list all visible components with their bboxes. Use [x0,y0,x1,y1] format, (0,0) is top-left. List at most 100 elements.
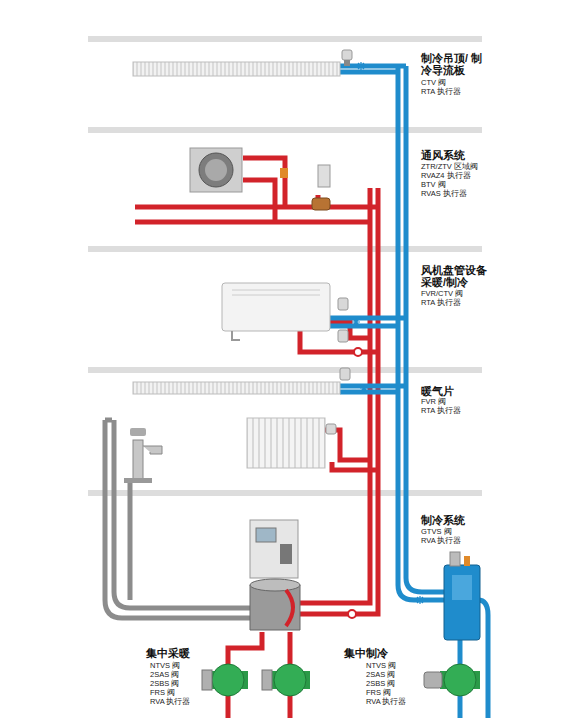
part-label: RVAZ4 执行器 [421,172,471,181]
water-pipe-part [114,420,252,608]
part-label: CTV 阀 [421,79,446,88]
ventilation-unit-part [199,153,233,187]
chilled-pipe-part [340,384,406,389]
heat-exchanger-part [286,590,293,626]
part-label: ZTR/ZTV 区域阀 [421,163,478,172]
floor-band-part [88,127,482,133]
heating-pipe-part [243,180,275,222]
fan-coil-unit-part [338,330,348,342]
radiator-part [340,368,350,380]
radiator-part [326,424,336,434]
part-label: RTA 执行器 [421,88,461,97]
chiller-unit-part [444,565,480,640]
part-label: 2SBS 阀 [366,680,395,689]
fan-coil-unit-part [354,348,362,356]
part-label: FRS 阀 [150,689,175,698]
control-valve-part [202,670,212,690]
radiator [133,368,350,468]
fan-coil-unit-part [338,298,348,310]
fan-coil-unit-part [232,290,320,291]
water-pipe-part [105,420,252,618]
ventilation-unit-part [312,198,330,210]
fan-coil-unit [222,283,362,356]
part-label: RVA 执行器 [366,698,406,707]
fan-coil-unit-part [232,331,240,340]
system-heading: 风机盘管设备 采暖/制冷 [421,264,493,288]
part-label: RTA 执行器 [421,407,461,416]
radiator-part [247,418,325,468]
chilled-ceiling-part [344,60,350,66]
part-label: FVR/CTV 阀 [421,290,463,299]
water-pipe [105,420,252,618]
part-label: 2SAS 阀 [366,671,395,680]
control-valve-part [212,664,244,696]
heat-exchanger-part [250,520,298,578]
part-label: RVAS 执行器 [421,190,467,199]
chiller-unit-part [464,556,470,566]
part-label: NTVS 阀 [150,662,180,671]
cold-mark-part [416,596,424,604]
part-label: RVA 执行器 [421,537,461,546]
system-heading: 集中采暖 [146,647,190,660]
chilled-pipe-part [406,66,444,592]
system-heading: 制冷吊顶/ 制冷导流板 [421,52,483,76]
cold-mark-part [360,384,368,392]
heating-pipe-part [332,462,378,470]
control-valve-part [262,670,272,690]
control-valve-part [444,664,476,696]
ventilation-unit-part [190,148,242,192]
ventilation-unit-part [280,168,288,178]
faucet [124,428,162,483]
control-valve-part [274,664,306,696]
chiller-unit-part [452,575,472,600]
faucet-part [143,446,162,454]
heat-exchanger-part [250,585,300,630]
heating-pipe-part [298,188,370,603]
chilled-ceiling [133,50,352,76]
heat-exchanger [250,520,356,630]
part-label: 2SAS 阀 [150,671,179,680]
fan-coil-unit-part [232,295,320,296]
heating-pipe-part [300,330,378,352]
heat-exchanger-part [250,579,300,591]
system-heading: 集中制冷 [344,647,388,660]
ventilation-unit-part [318,165,330,187]
part-label: RTA 执行器 [421,299,461,308]
chilled-pipe [330,66,488,718]
cold-mark-part [357,62,365,70]
part-label: NTVS 阀 [366,662,396,671]
floor-band-part [88,367,482,373]
faucet-part [130,428,146,436]
heat-exchanger-part [256,528,276,542]
chilled-ceiling-part [133,62,340,76]
floor-band-part [88,246,482,252]
chilled-ceiling-part [342,50,352,60]
heating-pipe-part [298,188,378,614]
chiller-unit [444,552,480,640]
heating-pipe-part [135,205,378,210]
control-valve-part [424,672,442,688]
heating-pipe [135,158,378,718]
control-valve [202,664,480,696]
ventilation-unit-part [205,159,227,181]
ventilation-unit [190,148,330,210]
part-label: 2SBS 阀 [150,680,179,689]
radiator-part [133,382,340,394]
cold-mark [352,62,424,604]
floor-band-part [88,490,482,496]
fan-coil-unit-part [222,283,330,331]
faucet-part [133,440,143,480]
system-heading: 通风系统 [421,149,465,161]
heat-exchanger-part [280,544,292,564]
chiller-unit-part [450,552,460,566]
faucet-part [124,478,152,483]
part-label: RVA 执行器 [150,698,190,707]
part-label: GTVS 阀 [421,528,452,537]
heating-pipe-part [135,220,370,225]
heat-exchanger-part [348,610,356,618]
system-heading: 暖气片 [421,385,454,397]
floor-band-part [88,36,482,42]
chilled-pipe-part [330,324,398,329]
system-heading: 制冷系统 [421,514,465,526]
